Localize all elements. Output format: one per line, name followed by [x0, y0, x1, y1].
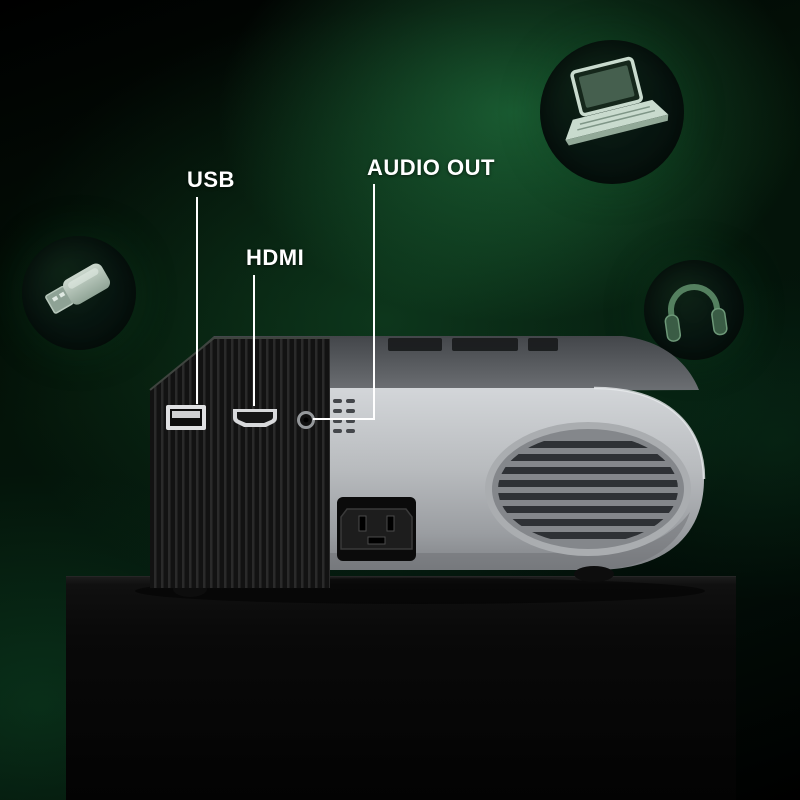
laptop-icon: [565, 56, 669, 146]
power-inlet: [337, 497, 416, 561]
body-rim-highlight: [593, 386, 706, 480]
audio-out-jack: [297, 411, 315, 429]
hdmi-callout-line: [253, 275, 255, 406]
audio-out-label: AUDIO OUT: [367, 155, 495, 180]
headphones-icon: [664, 284, 728, 342]
display-pedestal: [66, 576, 736, 800]
projector-body: [330, 388, 704, 570]
body-bottom-shade: [330, 512, 690, 570]
headphones-badge: [644, 260, 744, 360]
usb-label: USB: [187, 167, 235, 192]
usb-callout-line: [196, 197, 198, 404]
laptop-badge: [540, 40, 684, 184]
side-vent-slots: [333, 399, 355, 433]
hdmi-port: [233, 409, 277, 427]
usb-port: [166, 405, 206, 430]
projector-top-face: [150, 336, 699, 392]
hdmi-label: HDMI: [246, 245, 305, 270]
usb-flash-drive-icon: [45, 263, 111, 314]
top-vent-slots: [388, 338, 558, 351]
flash-drive-badge: [22, 236, 136, 350]
audio-out-callout-line-horizontal: [313, 418, 375, 420]
speaker-grille: [485, 422, 691, 556]
heat-sink-section: [149, 337, 330, 588]
audio-out-callout-line: [373, 184, 375, 420]
